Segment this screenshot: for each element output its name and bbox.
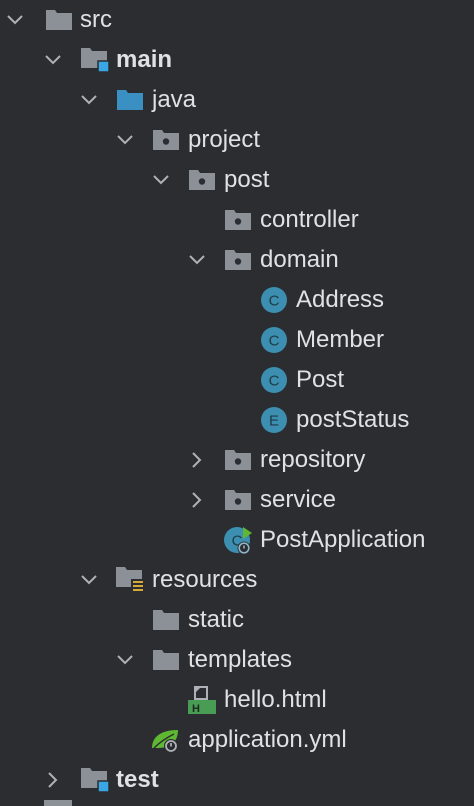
source-root-folder-icon — [80, 45, 110, 75]
tree-item-service[interactable]: service — [0, 480, 474, 520]
test-root-folder-icon — [80, 765, 110, 795]
tree-item-label: static — [188, 606, 245, 633]
class-badge-letter: C — [269, 373, 280, 390]
chevron-down-icon[interactable] — [150, 169, 172, 191]
tree-item-label: repository — [260, 446, 366, 473]
chevron-down-icon[interactable] — [114, 649, 136, 671]
tree-item-java[interactable]: java — [0, 80, 474, 120]
package-icon — [151, 125, 181, 155]
enum-icon: E — [259, 405, 289, 435]
tree-item-label: project — [188, 126, 261, 153]
tree-item-controller[interactable]: controller — [0, 200, 474, 240]
enum-badge-letter: E — [269, 413, 279, 430]
class-badge-letter: C — [269, 333, 280, 350]
chevron-down-icon[interactable] — [78, 569, 100, 591]
package-icon — [187, 165, 217, 195]
tree-item-label: main — [116, 46, 173, 73]
class-badge-letter: C — [232, 533, 243, 550]
tree-item-static[interactable]: static — [0, 600, 474, 640]
tree-item-test[interactable]: test — [0, 760, 474, 800]
tree-item-repository[interactable]: repository — [0, 440, 474, 480]
package-icon — [223, 485, 253, 515]
chevron-right-icon[interactable] — [42, 769, 64, 791]
chevron-down-icon[interactable] — [4, 9, 26, 31]
tree-item-label: test — [116, 766, 159, 793]
tree-item-poststatus[interactable]: E postStatus — [0, 400, 474, 440]
tree-item-label: templates — [188, 646, 293, 673]
tree-item-post[interactable]: post — [0, 160, 474, 200]
tree-item-label: domain — [260, 246, 339, 273]
chevron-right-icon[interactable] — [186, 449, 208, 471]
spring-boot-class-icon: C — [223, 525, 253, 555]
tree-item-label: controller — [260, 206, 359, 233]
tree-item-label: Post — [296, 366, 345, 393]
class-icon: C — [259, 285, 289, 315]
package-icon — [223, 205, 253, 235]
resources-folder-icon — [115, 565, 145, 595]
spring-yml-file-icon — [151, 725, 181, 755]
tree-item-member[interactable]: C Member — [0, 320, 474, 360]
tree-item-application-yml[interactable]: application.yml — [0, 720, 474, 760]
package-icon — [223, 245, 253, 275]
folder-icon — [44, 800, 72, 806]
class-icon: C — [259, 325, 289, 355]
chevron-down-icon[interactable] — [42, 49, 64, 71]
tree-item-src[interactable]: src — [0, 0, 474, 40]
tree-item-label: hello.html — [224, 686, 327, 713]
chevron-right-icon[interactable] — [186, 489, 208, 511]
tree-item-label: service — [260, 486, 337, 513]
tree-item-hello-html[interactable]: H hello.html — [0, 680, 474, 720]
tree-item-templates[interactable]: templates — [0, 640, 474, 680]
source-folder-icon — [115, 85, 145, 115]
class-badge-letter: C — [269, 293, 280, 310]
tree-item-label: java — [152, 86, 197, 113]
folder-icon — [44, 5, 74, 35]
tree-item-post-class[interactable]: C Post — [0, 360, 474, 400]
folder-icon — [151, 605, 181, 635]
tree-item-label: application.yml — [188, 726, 347, 753]
folder-icon — [151, 645, 181, 675]
tree-item-postapplication[interactable]: C PostApplication — [0, 520, 474, 560]
tree-item-label: Address — [296, 286, 385, 313]
tree-item-project[interactable]: project — [0, 120, 474, 160]
tree-item-label: Member — [296, 326, 385, 353]
package-icon — [223, 445, 253, 475]
tree-item-label: PostApplication — [260, 526, 426, 553]
class-icon: C — [259, 365, 289, 395]
chevron-down-icon[interactable] — [186, 249, 208, 271]
tree-item-resources[interactable]: resources — [0, 560, 474, 600]
tree-item-address[interactable]: C Address — [0, 280, 474, 320]
tree-item-domain[interactable]: domain — [0, 240, 474, 280]
html-file-icon: H — [187, 685, 217, 715]
chevron-down-icon[interactable] — [78, 89, 100, 111]
tree-item-label: src — [80, 6, 112, 33]
tree-item-partial — [0, 800, 474, 806]
tree-item-label: resources — [152, 566, 258, 593]
chevron-down-icon[interactable] — [114, 129, 136, 151]
tree-item-label: post — [224, 166, 270, 193]
tree-item-main[interactable]: main — [0, 40, 474, 80]
html-badge-letter: H — [192, 703, 200, 715]
tree-item-label: postStatus — [296, 406, 410, 433]
